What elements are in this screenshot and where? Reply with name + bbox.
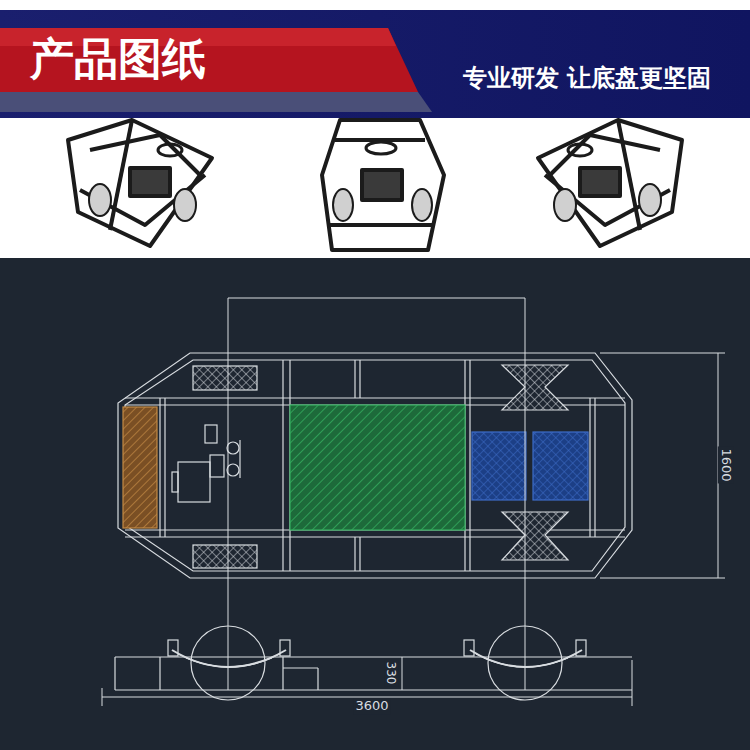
header-banner-part [0, 28, 418, 92]
dimension-lines-part [102, 688, 103, 706]
cad-plan-view-part [125, 360, 625, 571]
dimension-label: 1600 [718, 446, 734, 483]
chassis-photo [68, 120, 212, 246]
chassis-photo-part [158, 144, 182, 156]
cad-side-view-part [178, 654, 280, 667]
cad-plan-view-part [125, 536, 625, 537]
chassis-photo [322, 120, 444, 250]
cad-plan-view-part [589, 398, 590, 537]
cad-side-view-part [576, 640, 586, 656]
chassis-photo-part [330, 223, 435, 227]
motor-symbol-part [172, 472, 178, 492]
cad-side-view-part [464, 640, 474, 656]
motor-symbol-part [205, 425, 217, 443]
cad-side-view-part [115, 656, 632, 657]
cad-side-view-part [280, 640, 290, 656]
dimension-label: 330 [384, 660, 398, 687]
cad-plan-view-part [359, 360, 360, 398]
cad-side-view-part [186, 658, 272, 667]
cad-plan-view-part [354, 537, 355, 571]
chassis-photo-part [130, 168, 170, 196]
cargo-panel [290, 405, 465, 530]
dimension-lines [102, 298, 725, 706]
cad-side-view-part [159, 657, 160, 690]
chassis-photo-part [68, 120, 212, 246]
chassis-photo-part [412, 189, 432, 221]
motor-symbol-part [210, 455, 224, 477]
seat-panel [472, 432, 526, 500]
dimension-lines-part [632, 660, 633, 706]
cad-plan-view-part [282, 360, 283, 571]
chassis-photo-part [580, 168, 620, 196]
cad-plan-view-part [164, 398, 165, 537]
chassis-photo-part [322, 120, 444, 250]
motor-symbol-part [227, 442, 239, 454]
photo-strip [0, 118, 750, 258]
chassis-photo-part [366, 142, 396, 154]
motor-symbol [172, 425, 240, 502]
cad-side-view-part [317, 668, 318, 690]
dimension-lines-part [600, 353, 725, 354]
cad-side-view-part [172, 650, 286, 667]
cad-side-view-part [168, 640, 178, 656]
spring-mount [193, 545, 257, 568]
cad-plan-view-part [159, 398, 160, 537]
chassis-photo-part [568, 144, 592, 156]
cad-side-view-part [484, 658, 568, 667]
chassis-photo-part [89, 184, 111, 216]
dimension-lines-part [402, 657, 403, 690]
motor-symbol-part [239, 440, 240, 478]
motor-symbol-part [227, 464, 239, 476]
cad-plan-view-part [359, 537, 360, 571]
cad-side-view-part [282, 657, 283, 690]
cad-side-view-part [114, 657, 115, 690]
leaf-spring [502, 512, 568, 560]
chassis-photo-part [362, 170, 402, 200]
photo-strip-part [0, 118, 750, 258]
dimension-lines-part [228, 298, 525, 690]
page-title: 产品图纸 [30, 33, 206, 86]
spring-mount [193, 366, 257, 390]
dimension-label: 3600 [353, 698, 390, 714]
chassis-photo-part [333, 189, 353, 221]
cad-side-view-part [283, 667, 318, 668]
cad-side-view-part [470, 650, 582, 667]
chassis-photo-part [174, 189, 196, 221]
cad-plan-view-part [469, 360, 470, 571]
motor-symbol-part [178, 462, 210, 502]
leaf-spring [502, 365, 568, 410]
header-banner [0, 0, 750, 118]
chassis-photo [538, 120, 682, 246]
header-banner-part [0, 10, 750, 118]
cad-plan-view [118, 353, 632, 578]
cad-side-view-part [115, 689, 632, 690]
cad-plan-view-part [354, 360, 355, 398]
dimension-lines-part [600, 578, 725, 579]
cad-side-view-part [476, 654, 576, 667]
chassis-photo-part [554, 189, 576, 221]
chassis-photo-part [538, 120, 682, 246]
cad-side-view [115, 626, 632, 700]
cad-plan-view-part [594, 398, 595, 537]
header-banner-part [0, 92, 432, 112]
battery-box [123, 407, 157, 528]
cad-ground [0, 258, 750, 750]
header-banner-part [0, 0, 750, 10]
seat-panel [533, 432, 588, 500]
chassis-photo-part [639, 184, 661, 216]
slogan-text: 专业研发 让底盘更坚固 [463, 64, 711, 93]
cad-plan-view-part [118, 353, 632, 578]
